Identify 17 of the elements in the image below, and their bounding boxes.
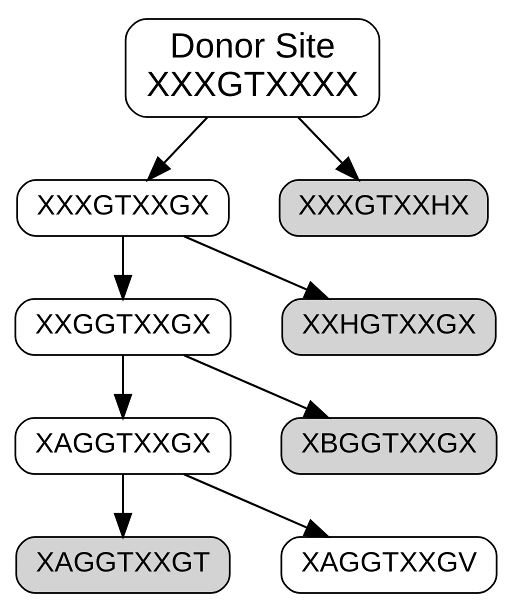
node-box: XXXGTXXHX — [278, 179, 489, 237]
node-box: XAGGTXXGX — [14, 417, 232, 475]
node-box: XXXGTXXGX — [16, 179, 230, 237]
arrow — [184, 235, 332, 300]
node-box: XAGGTXXGV — [280, 536, 498, 594]
arrow — [184, 473, 332, 538]
node-box: XXGGTXXGX — [14, 298, 232, 356]
node-box: XAGGTXXGT — [15, 536, 231, 594]
arrow — [114, 356, 132, 421]
node-box: XXHGTXXGX — [281, 298, 497, 356]
arrow — [184, 354, 332, 420]
arrow — [146, 116, 208, 182]
node-box: XBGGTXXGX — [280, 417, 498, 475]
node-box: Donor Site XXXGTXXXX — [124, 18, 380, 118]
arrow — [114, 474, 132, 540]
arrow — [114, 236, 132, 302]
arrow — [298, 116, 361, 182]
